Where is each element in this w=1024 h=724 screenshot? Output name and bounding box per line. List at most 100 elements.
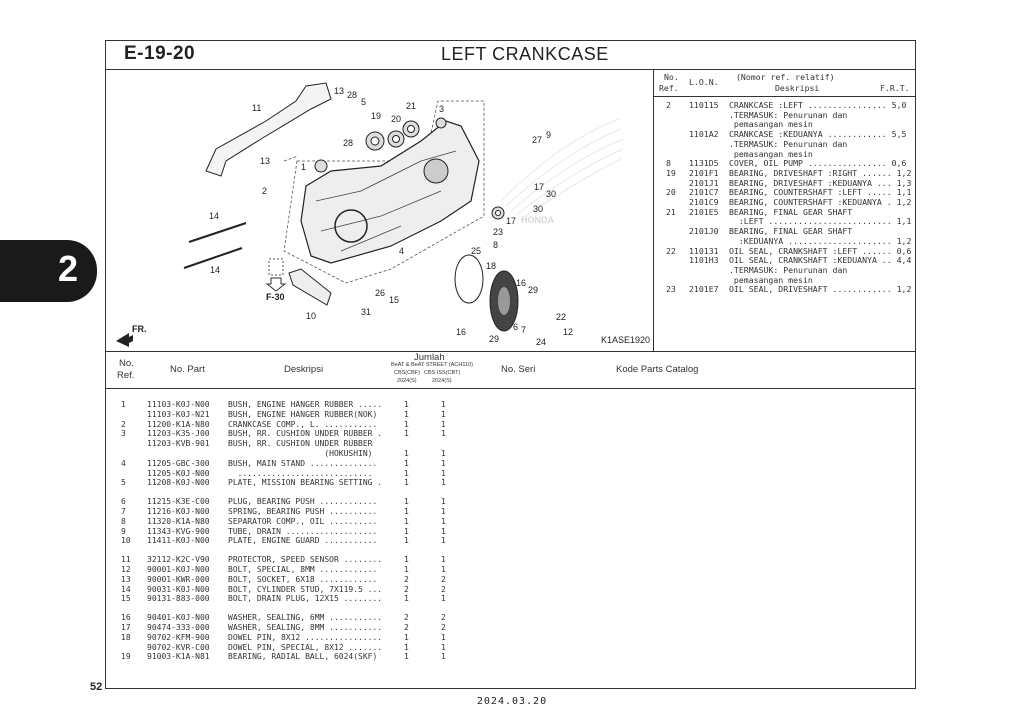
part-desc: BOLT, SPECIAL, 8MM ............ <box>228 564 378 574</box>
part-q2: 2 <box>441 613 446 623</box>
part-ref: 13 <box>121 574 131 584</box>
part-q2: 1 <box>441 458 446 468</box>
callout: 31 <box>361 307 371 317</box>
callout: 13 <box>334 86 344 96</box>
part-q2: 1 <box>441 400 446 409</box>
part-q2: 1 <box>441 642 446 652</box>
col-variant-1: CBS(CBF) <box>394 370 420 376</box>
part-part: 90702-KVR-C00 <box>147 642 210 652</box>
labor-table-row: :KEDUANYA ..................... 1,2 <box>654 236 915 246</box>
part-part: 11205-GBC-300 <box>147 458 210 468</box>
part-part: 91003-K1A-N81 <box>147 652 210 662</box>
callout: 16 <box>456 327 466 337</box>
part-desc: ............................ <box>228 468 373 478</box>
callout: 28 <box>347 90 357 100</box>
part-desc: WASHER, SEALING, 8MM ........... <box>228 622 383 632</box>
labor-lon: 2101E5 <box>689 206 719 217</box>
part-q1: 1 <box>404 632 409 642</box>
callout: 9 <box>546 130 551 140</box>
part-q1: 1 <box>404 429 409 439</box>
part-q1: 1 <box>404 526 409 536</box>
part-part: 11200-K1A-N80 <box>147 419 210 429</box>
part-ref: 8 <box>121 516 126 526</box>
labor-desc: :LEFT ......................... 1,1 <box>729 216 912 227</box>
ref-arrow-icon <box>265 277 287 292</box>
col-variant-2: CBS ISS(CBT) <box>424 370 461 376</box>
callout: 2 <box>262 186 267 196</box>
labor-desc: BEARING, FINAL GEAR SHAFT <box>729 226 853 237</box>
part-ref: 12 <box>121 564 131 574</box>
part-part: 11215-K3E-C00 <box>147 497 210 507</box>
part-q2: 2 <box>441 622 446 632</box>
callout: 22 <box>556 312 566 322</box>
parts-page-frame: E-19-20 LEFT CRANKCASE HONDA <box>105 40 916 689</box>
header-desc: Deskripsi <box>775 83 820 93</box>
labor-desc: OIL SEAL, CRANKSHAFT :LEFT ...... 0,6 <box>729 245 912 256</box>
part-ref: 2 <box>121 419 126 429</box>
part-ref: 11 <box>121 555 131 565</box>
part-ref: 3 <box>121 429 126 439</box>
part-desc: BOLT, CYLINDER STUD, 7X119.5 ... <box>228 584 383 594</box>
cylinder-studs <box>183 222 247 269</box>
section-tab: 2 <box>0 240 97 302</box>
honda-watermark-text: HONDA <box>521 215 554 225</box>
labor-lon: 2101J0 <box>689 226 719 237</box>
part-q1: 1 <box>404 564 409 574</box>
part-ref: 7 <box>121 506 126 516</box>
labor-table-row: .TERMASUK: Penurunan dan <box>654 139 915 149</box>
labor-desc: pemasangan mesin <box>729 148 813 159</box>
part-ref: 14 <box>121 584 131 594</box>
part-q2: 1 <box>441 526 446 536</box>
callout: 14 <box>209 211 219 221</box>
part-desc: PROTECTOR, SPEED SENSOR ........ <box>228 555 383 565</box>
labor-desc: :KEDUANYA ..................... 1,2 <box>729 235 912 246</box>
part-q2: 1 <box>441 564 446 574</box>
callout: 19 <box>371 111 381 121</box>
labor-desc: OIL SEAL, CRANKSHAFT :KEDUANYA .. 4,4 <box>729 255 912 266</box>
part-part: 11203-KVB-901 <box>147 439 210 449</box>
header-no: No. <box>664 72 679 82</box>
part-ref: 18 <box>121 632 131 642</box>
part-part: 90474-333-000 <box>147 622 210 632</box>
callout: 8 <box>493 240 498 250</box>
callout: 27 <box>532 135 542 145</box>
labor-desc: BEARING, COUNTERSHAFT :KEDUANYA . 1,2 <box>729 197 912 207</box>
callout: 5 <box>361 97 366 107</box>
labor-desc: .TERMASUK: Penurunan dan <box>729 264 848 275</box>
part-part: 90131-883-000 <box>147 594 210 604</box>
part-ref: 10 <box>121 536 131 546</box>
part-q2: 1 <box>441 448 446 458</box>
part-q1: 1 <box>404 458 409 468</box>
part-part: 32112-K2C-V90 <box>147 555 210 565</box>
labor-desc: pemasangan mesin <box>729 274 813 285</box>
f30-ref-box <box>268 258 284 276</box>
bearings <box>314 117 505 220</box>
part-desc: BOLT, DRAIN PLUG, 12X15 ........ <box>228 594 383 604</box>
part-q1: 1 <box>404 448 409 458</box>
col-serial: No. Seri <box>501 364 536 375</box>
part-q2: 1 <box>441 497 446 507</box>
parts-row: 11 32112-K2C-V90 PROTECTOR, SPEED SENSOR .… <box>106 555 915 565</box>
header-ref: Ref. <box>659 83 679 93</box>
callout: 17 <box>534 182 544 192</box>
part-q1: 1 <box>404 468 409 478</box>
section-tab-number: 2 <box>58 248 79 289</box>
part-part: 90702-KFM-900 <box>147 632 210 642</box>
part-q1: 1 <box>404 652 409 662</box>
callout: 14 <box>210 265 220 275</box>
part-q1: 1 <box>404 516 409 526</box>
labor-table-row: .TERMASUK: Penurunan dan <box>654 265 915 275</box>
callout: 13 <box>260 156 270 166</box>
print-date: 2024.03.20 <box>476 696 548 707</box>
part-part: 11216-K0J-N00 <box>147 506 210 516</box>
labor-lon: 110115 <box>689 100 719 110</box>
